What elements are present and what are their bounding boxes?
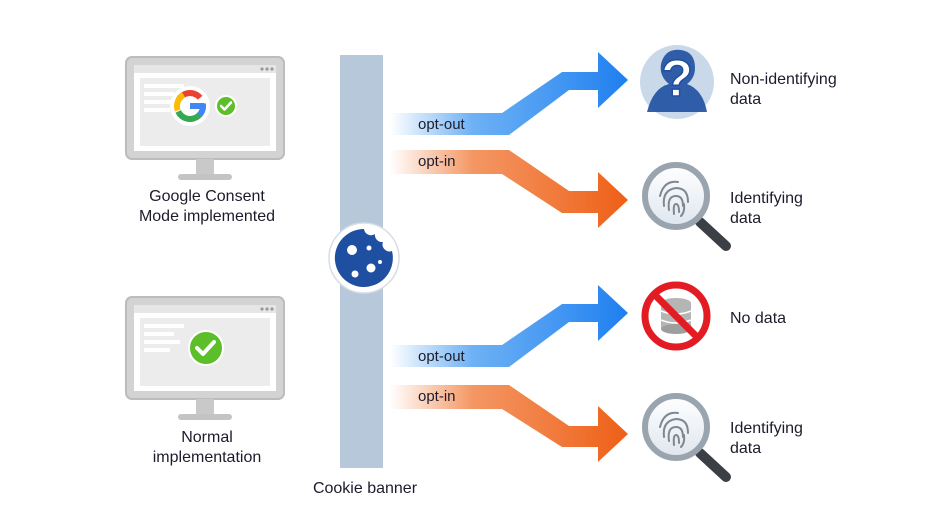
fingerprint-magnifier-icon bbox=[642, 162, 731, 251]
cookie-icon bbox=[328, 222, 400, 294]
result-line: Non-identifying bbox=[730, 71, 837, 88]
caption-line: Mode implemented bbox=[138, 208, 276, 225]
result-line: Identifying bbox=[730, 190, 803, 207]
result-non-identifying-data: Non-identifying data bbox=[730, 70, 837, 110]
check-icon bbox=[215, 95, 237, 117]
result-identifying-data: Identifying data bbox=[730, 189, 803, 229]
question-person-icon: ? bbox=[640, 45, 714, 119]
caption-line: Normal bbox=[181, 429, 233, 446]
opt-in-arrow-bottom bbox=[390, 385, 628, 462]
result-line: data bbox=[730, 91, 762, 108]
result-identifying-data: Identifying data bbox=[730, 419, 803, 459]
monitor-normal bbox=[125, 296, 285, 420]
result-line: data bbox=[730, 210, 762, 227]
google-consent-mode-caption: Google Consent Mode implemented bbox=[112, 187, 302, 227]
cookie-banner-label: Cookie banner bbox=[312, 480, 418, 497]
normal-implementation-caption: Normal implementation bbox=[112, 428, 302, 468]
check-icon bbox=[188, 330, 224, 366]
svg-text:?: ? bbox=[661, 50, 693, 108]
opt-out-label: opt-out bbox=[418, 116, 465, 133]
caption-line: implementation bbox=[152, 449, 262, 466]
google-logo-icon bbox=[170, 86, 210, 126]
caption-line: Google Consent bbox=[149, 188, 265, 205]
opt-in-label: opt-in bbox=[418, 388, 456, 405]
result-line: Identifying bbox=[730, 420, 803, 437]
result-no-data: No data bbox=[730, 309, 786, 329]
opt-out-label: opt-out bbox=[418, 348, 465, 365]
fingerprint-magnifier-icon bbox=[642, 393, 731, 482]
no-database-icon bbox=[641, 281, 711, 351]
result-line: No data bbox=[730, 310, 787, 327]
result-line: data bbox=[730, 440, 762, 457]
opt-in-label: opt-in bbox=[418, 153, 456, 170]
monitor-google-consent bbox=[125, 56, 285, 180]
opt-out-arrow-top bbox=[390, 52, 628, 135]
opt-out-arrow-bottom bbox=[390, 285, 628, 367]
opt-in-arrow-top bbox=[390, 150, 628, 228]
